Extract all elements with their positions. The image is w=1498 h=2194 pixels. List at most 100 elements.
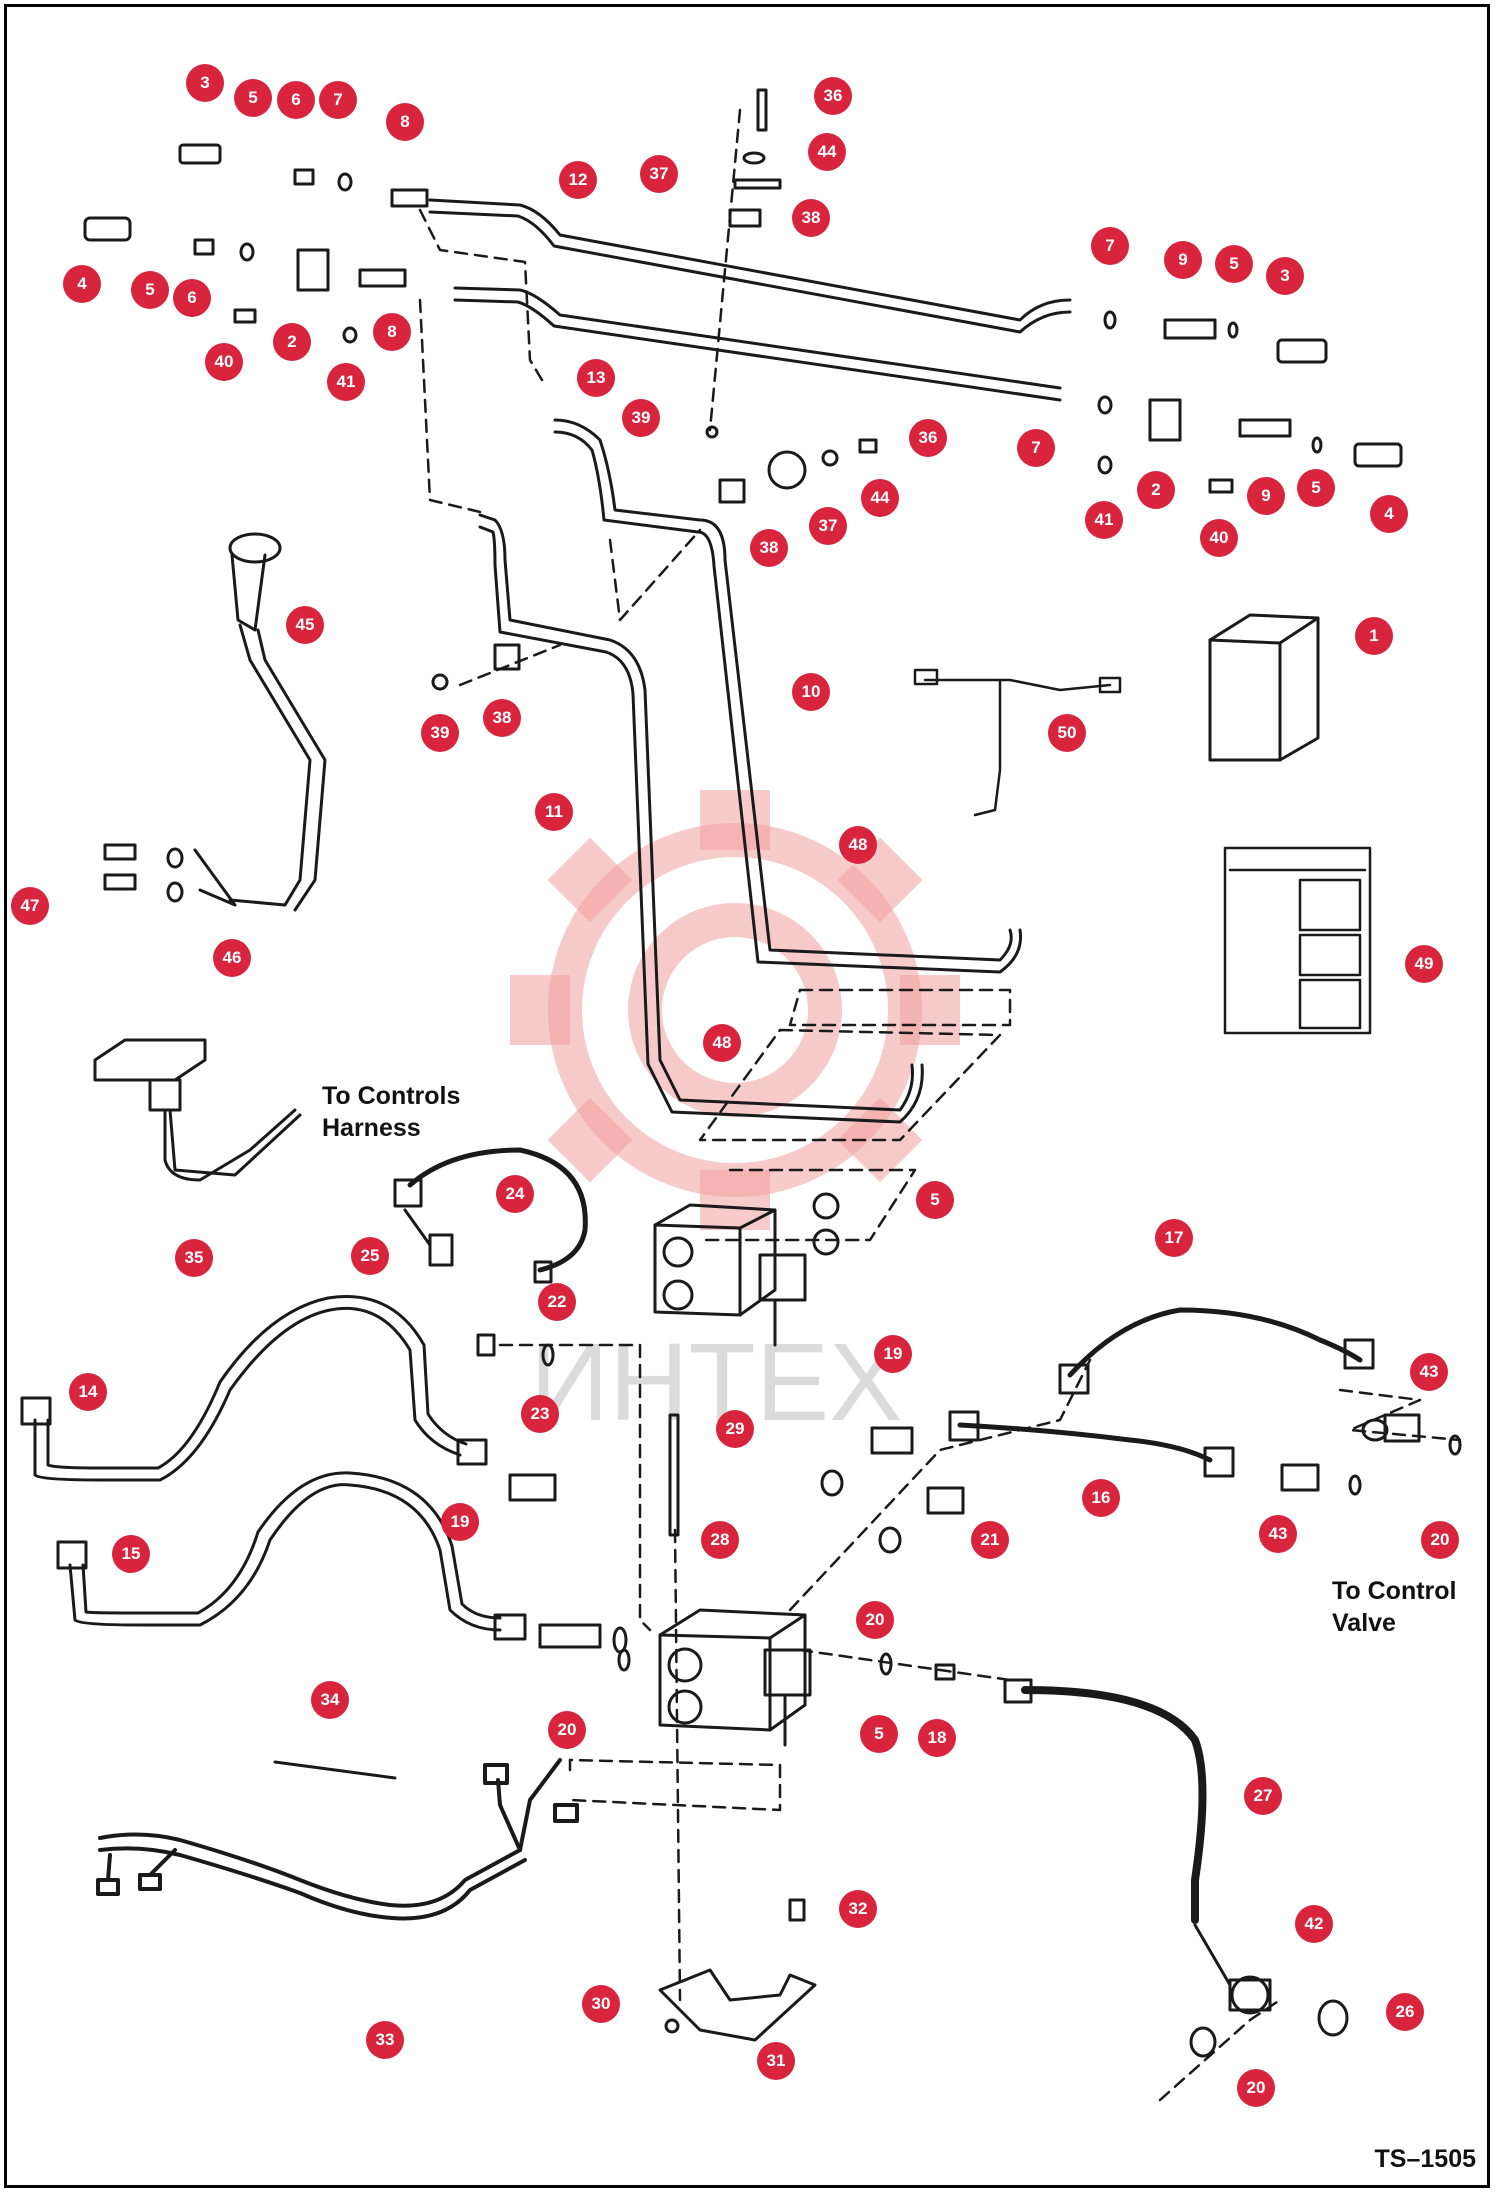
tube-13 [453,286,1062,390]
callout-20: 20 [856,1601,894,1639]
callout-50: 50 [1048,714,1086,752]
callout-7: 7 [1091,227,1129,265]
hose-16-nut-left [948,1410,980,1442]
leader-48-box [788,988,1012,1027]
hose-16 [957,1422,1213,1463]
callout-5: 5 [860,1715,898,1753]
fitting-19-lower [538,1623,602,1649]
part-1-box [1208,613,1320,762]
callout-48: 48 [703,1024,741,1062]
callout-29: 29 [716,1410,754,1448]
part-49-manual [1223,846,1372,1035]
tube-12-inner [428,210,1072,334]
callout-25: 25 [351,1237,389,1275]
callout-38: 38 [792,199,830,237]
tube-15-fitting-end [493,1613,527,1641]
callout-20: 20 [548,1711,586,1749]
fittings-top-right [1097,310,1403,494]
callout-23: 23 [521,1395,559,1433]
bolt-29 [668,1413,680,1537]
callout-8: 8 [373,313,411,351]
fitting-19-left [508,1473,557,1502]
hose-17-nut-left [1058,1363,1090,1395]
callout-43: 43 [1259,1515,1297,1553]
fittings-right-mid [870,1413,1462,1515]
callout-42: 42 [1295,1905,1333,1943]
hose-16-nut-right [1203,1446,1235,1478]
leader-22 [498,1343,652,1632]
label-to-control-valve: To Control Valve [1332,1577,1457,1637]
callout-43: 43 [1410,1353,1448,1391]
callout-44: 44 [808,133,846,171]
part-42-gauge [1189,1923,1349,2058]
callout-38: 38 [483,699,521,737]
callout-3: 3 [1266,257,1304,295]
callout-18: 18 [918,1719,956,1757]
callout-2: 2 [1137,471,1175,509]
callout-9: 9 [1247,477,1285,515]
leader-39b [458,643,562,687]
callout-1: 1 [1355,617,1393,655]
callout-20: 20 [1421,1521,1459,1559]
callout-22: 22 [538,1283,576,1321]
part-25-fitting [393,1178,553,1357]
leader-bottom-box [568,1758,782,1812]
callout-48: 48 [839,826,877,864]
part-45-lever [228,532,327,912]
callout-38: 38 [750,529,788,567]
callout-20: 20 [1237,2069,1275,2107]
callout-24: 24 [496,1175,534,1213]
tube-14-fitting-end [456,1438,488,1466]
callout-37: 37 [640,155,678,193]
part-50-harness [913,668,1122,817]
callout-37: 37 [809,507,847,545]
tube-11-inner [478,525,924,1124]
leader-48b-box [698,1028,1002,1142]
callout-31: 31 [757,2042,795,2080]
callout-45: 45 [286,606,324,644]
tube-14-nut [20,1396,52,1426]
callout-10: 10 [792,673,830,711]
leader-13 [418,298,482,514]
callout-5: 5 [131,271,169,309]
tube-14-inner [46,1295,468,1470]
rod-34 [273,1760,397,1780]
tube-10-inner [553,430,1023,974]
tube-14 [33,1306,462,1482]
callout-14: 14 [69,1373,107,1411]
callout-15: 15 [112,1535,150,1573]
tube-15-inner [81,1471,502,1620]
callout-7: 7 [319,81,357,119]
tube-13-inner [453,298,1062,402]
tube-15 [68,1483,502,1632]
callout-49: 49 [1405,945,1443,983]
leader-43 [1338,1388,1462,1442]
hose-17 [1067,1307,1363,1378]
callout-6: 6 [277,81,315,119]
leader-valve-box [698,1168,917,1242]
callout-26: 26 [1386,1993,1424,2031]
callout-9: 9 [1164,241,1202,279]
callout-27: 27 [1244,1777,1282,1815]
tube-12 [428,198,1072,322]
label-to-controls-harness: To Controls Harness [322,1082,461,1142]
upper-valve-block [541,1192,840,1367]
hardware-center-top [431,88,878,691]
leader-39 [708,108,742,432]
figure-code: TS–1505 [1374,2145,1476,2173]
harness-33 [96,1758,579,1921]
callout-36: 36 [909,419,947,457]
callout-44: 44 [861,479,899,517]
callout-19: 19 [874,1335,912,1373]
hose-27 [1021,1686,1207,1924]
leader-38-right [608,528,702,622]
callout-3: 3 [186,64,224,102]
part-35-switch [93,1038,302,1182]
callout-4: 4 [1370,495,1408,533]
leader-top-left [418,208,547,387]
hose-27-nut [1003,1678,1033,1704]
callout-8: 8 [386,103,424,141]
callout-12: 12 [559,161,597,199]
callout-46: 46 [213,939,251,977]
